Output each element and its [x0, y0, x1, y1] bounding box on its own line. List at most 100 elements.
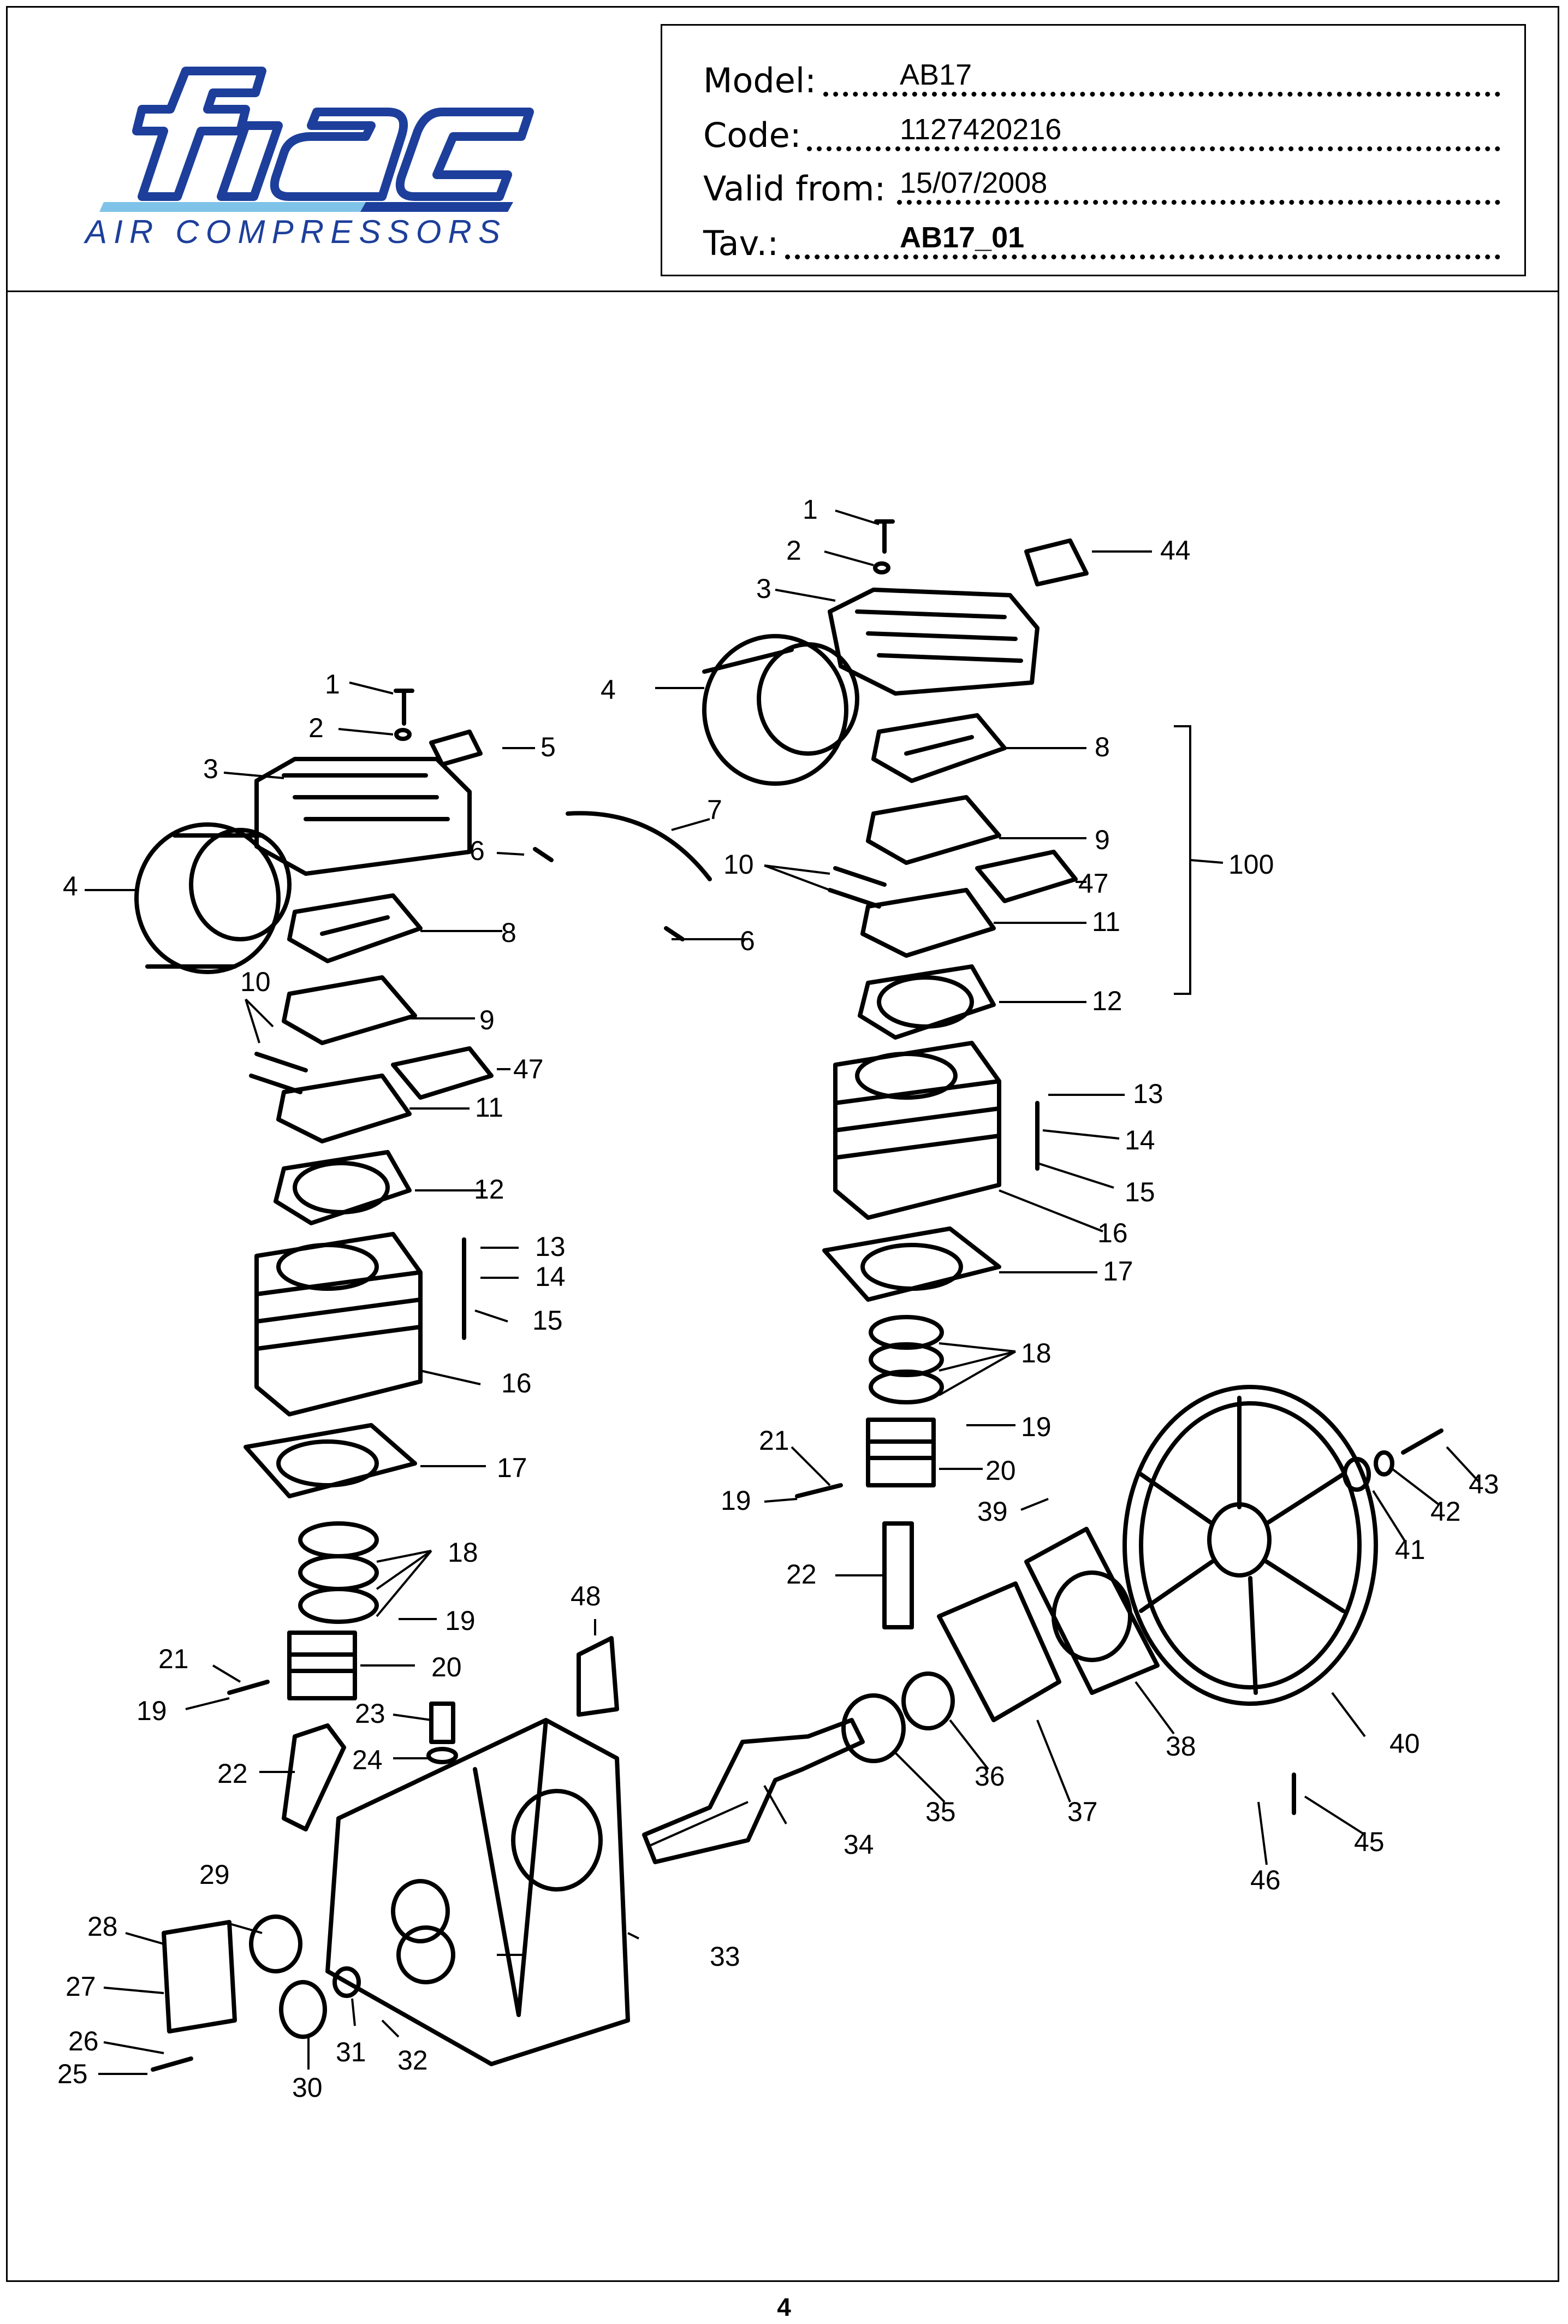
- callout-14-right: 14: [1125, 1125, 1155, 1155]
- callout-19-left-a: 19: [445, 1605, 476, 1636]
- valve-plate-left-11: [276, 1074, 412, 1143]
- callout-15-right: 15: [1125, 1177, 1155, 1207]
- callout-38: 38: [1166, 1731, 1196, 1762]
- callout-29: 29: [199, 1859, 230, 1890]
- valid-label: Valid from:: [703, 169, 886, 209]
- clip-6: [533, 847, 685, 941]
- gasket-left-17: [243, 1423, 417, 1498]
- tav-row: Tav.: AB17_01: [703, 210, 1500, 263]
- callout-22-right: 22: [786, 1559, 817, 1590]
- callout-24: 24: [352, 1745, 383, 1775]
- callout-6-a: 6: [470, 835, 485, 866]
- callout-12-right: 12: [1092, 986, 1122, 1016]
- bolt-left: [394, 689, 414, 726]
- callout-28: 28: [87, 1911, 118, 1942]
- callout-11-left: 11: [475, 1092, 503, 1123]
- conrod-left: [282, 1723, 346, 1831]
- bearing-29: [249, 1914, 302, 1973]
- valid-value: 15/07/2008: [900, 167, 1048, 199]
- gasket-37: [937, 1581, 1061, 1722]
- callout-13-right: 13: [1133, 1078, 1163, 1109]
- callout-2-right: 2: [786, 535, 801, 566]
- callout-31: 31: [336, 2037, 366, 2067]
- callout-19-right-a: 19: [1021, 1412, 1052, 1442]
- callout-14-left: 14: [535, 1261, 566, 1292]
- fitting-44: [1024, 538, 1089, 586]
- callout-9-left: 9: [479, 1005, 495, 1035]
- gasket-strip-7: [566, 811, 712, 881]
- callout-16-right: 16: [1097, 1218, 1128, 1248]
- callout-8-right: 8: [1095, 732, 1110, 762]
- gasket-left-12: [274, 1150, 412, 1225]
- cover-27: [162, 1920, 237, 2034]
- callout-22-left: 22: [217, 1758, 248, 1789]
- filter-right: [702, 634, 848, 786]
- callout-36: 36: [975, 1761, 1005, 1792]
- bolt-right: [874, 519, 895, 554]
- callout-37: 37: [1067, 1797, 1098, 1827]
- rings-left: [298, 1521, 379, 1558]
- callout-13-left: 13: [535, 1231, 566, 1262]
- conrod-right: [882, 1521, 914, 1629]
- callout-44: 44: [1160, 535, 1191, 566]
- callout-45: 45: [1354, 1827, 1385, 1857]
- callout-33: 33: [710, 1941, 740, 1972]
- header-separator: [6, 290, 1559, 292]
- callout-11-right: 11: [1092, 906, 1120, 937]
- washer-41: [1343, 1457, 1371, 1492]
- cylinder-right: [833, 1041, 1001, 1220]
- callout-17-left: 17: [497, 1452, 527, 1483]
- callout-39: 39: [977, 1496, 1008, 1527]
- bearing-35: [841, 1693, 906, 1763]
- pin-left: [227, 1680, 270, 1695]
- callout-41: 41: [1395, 1534, 1426, 1565]
- callout-25: 25: [57, 2059, 88, 2089]
- callout-2-left: 2: [308, 713, 324, 743]
- model-info-box: Model: AB17 Code: 1127420216 Valid from:…: [661, 24, 1526, 276]
- code-row: Code: 1127420216: [703, 102, 1500, 155]
- callout-46: 46: [1250, 1865, 1281, 1895]
- valve-plate-right-9: [866, 795, 1001, 865]
- seal-36: [901, 1671, 955, 1730]
- valve-plate-right-11: [860, 888, 996, 958]
- callout-5: 5: [541, 732, 556, 762]
- callout-30: 30: [292, 2072, 323, 2103]
- callout-17-right: 17: [1103, 1256, 1133, 1286]
- callout-1-right: 1: [803, 494, 818, 525]
- callout-8-left: 8: [501, 917, 516, 948]
- code-label: Code:: [703, 115, 801, 155]
- bracket-48: [577, 1636, 619, 1717]
- washer-31: [332, 1966, 361, 1998]
- callout-15-left: 15: [532, 1305, 563, 1336]
- rings-right: [869, 1315, 944, 1350]
- callout-19-right-b: 19: [721, 1485, 751, 1516]
- valve-plate-right-8: [871, 713, 1007, 783]
- valve-plate-left-8: [287, 893, 423, 963]
- model-label: Model:: [703, 61, 817, 100]
- callout-19-left-b: 19: [136, 1695, 167, 1726]
- cylinder-head-left: [254, 757, 472, 876]
- plug-23: [429, 1702, 455, 1744]
- plug-30: [279, 1980, 327, 2039]
- callout-40: 40: [1389, 1728, 1420, 1759]
- callout-20-right: 20: [985, 1455, 1016, 1486]
- bolt-43: [1401, 1428, 1444, 1455]
- callout-18-left: 18: [448, 1537, 478, 1568]
- callout-6-b: 6: [740, 926, 755, 956]
- valve-plate-left-9: [282, 975, 417, 1045]
- tav-value: AB17_01: [900, 221, 1025, 254]
- callout-34: 34: [844, 1829, 874, 1860]
- callout-18-right: 18: [1021, 1338, 1052, 1368]
- crankcase: [325, 1718, 630, 2066]
- part-drawings: [134, 519, 1444, 2072]
- callout-3-left: 3: [203, 754, 218, 784]
- callout-26: 26: [68, 2026, 99, 2056]
- pin-right: [795, 1483, 843, 1498]
- cylinder-head-right: [828, 588, 1040, 696]
- valve-fitting-left: [429, 730, 483, 767]
- tav-label: Tav.:: [703, 223, 779, 263]
- logo-tagline: AIR COMPRESSORS: [84, 214, 500, 250]
- callout-23: 23: [355, 1698, 385, 1729]
- callout-1-left: 1: [325, 669, 340, 699]
